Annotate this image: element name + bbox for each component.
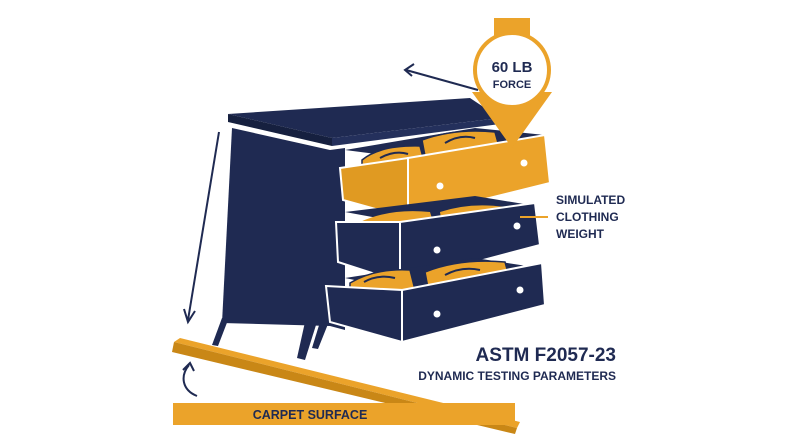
force-unit: FORCE [493,79,532,91]
drawer-top-knob-right [520,159,528,167]
push-direction-arrow [403,63,479,91]
drawer-top-knob-left [436,182,444,190]
standard-subtitle: DYNAMIC TESTING PARAMETERS [418,369,616,383]
drawer-bottom-knob-right [516,286,524,294]
standard-title: ASTM F2057-23 [476,345,616,366]
callout-line-3: WEIGHT [556,227,605,241]
back-tilt-line [183,131,220,325]
drawer-middle-front [399,201,542,284]
clothing-weight-callout: SIMULATED CLOTHING WEIGHT [556,193,625,241]
drawer-bottom-front [401,261,547,344]
drawer-top [338,128,552,220]
drawer-middle-knob-left [433,246,441,254]
tilt-arrow [182,361,198,397]
dresser-top [228,98,500,138]
carpet-surface-label: CARPET SURFACE [253,408,368,422]
dresser-side-panel [222,128,330,326]
force-badge: 60 LB FORCE [473,31,551,109]
callout-line-2: CLOTHING [556,210,619,224]
drawer-top-front [407,133,552,220]
drawer-bottom-knob-left [433,310,441,318]
dresser-leg-front [297,322,316,360]
drawer-middle-knob-right [513,222,521,230]
callout-line-1: SIMULATED [556,193,625,207]
drawer-bottom [324,258,547,344]
carpet-base-bar [173,403,515,425]
dresser-leg-right [312,322,328,349]
force-value: 60 LB [492,59,533,76]
dresser-leg-back [212,318,228,346]
